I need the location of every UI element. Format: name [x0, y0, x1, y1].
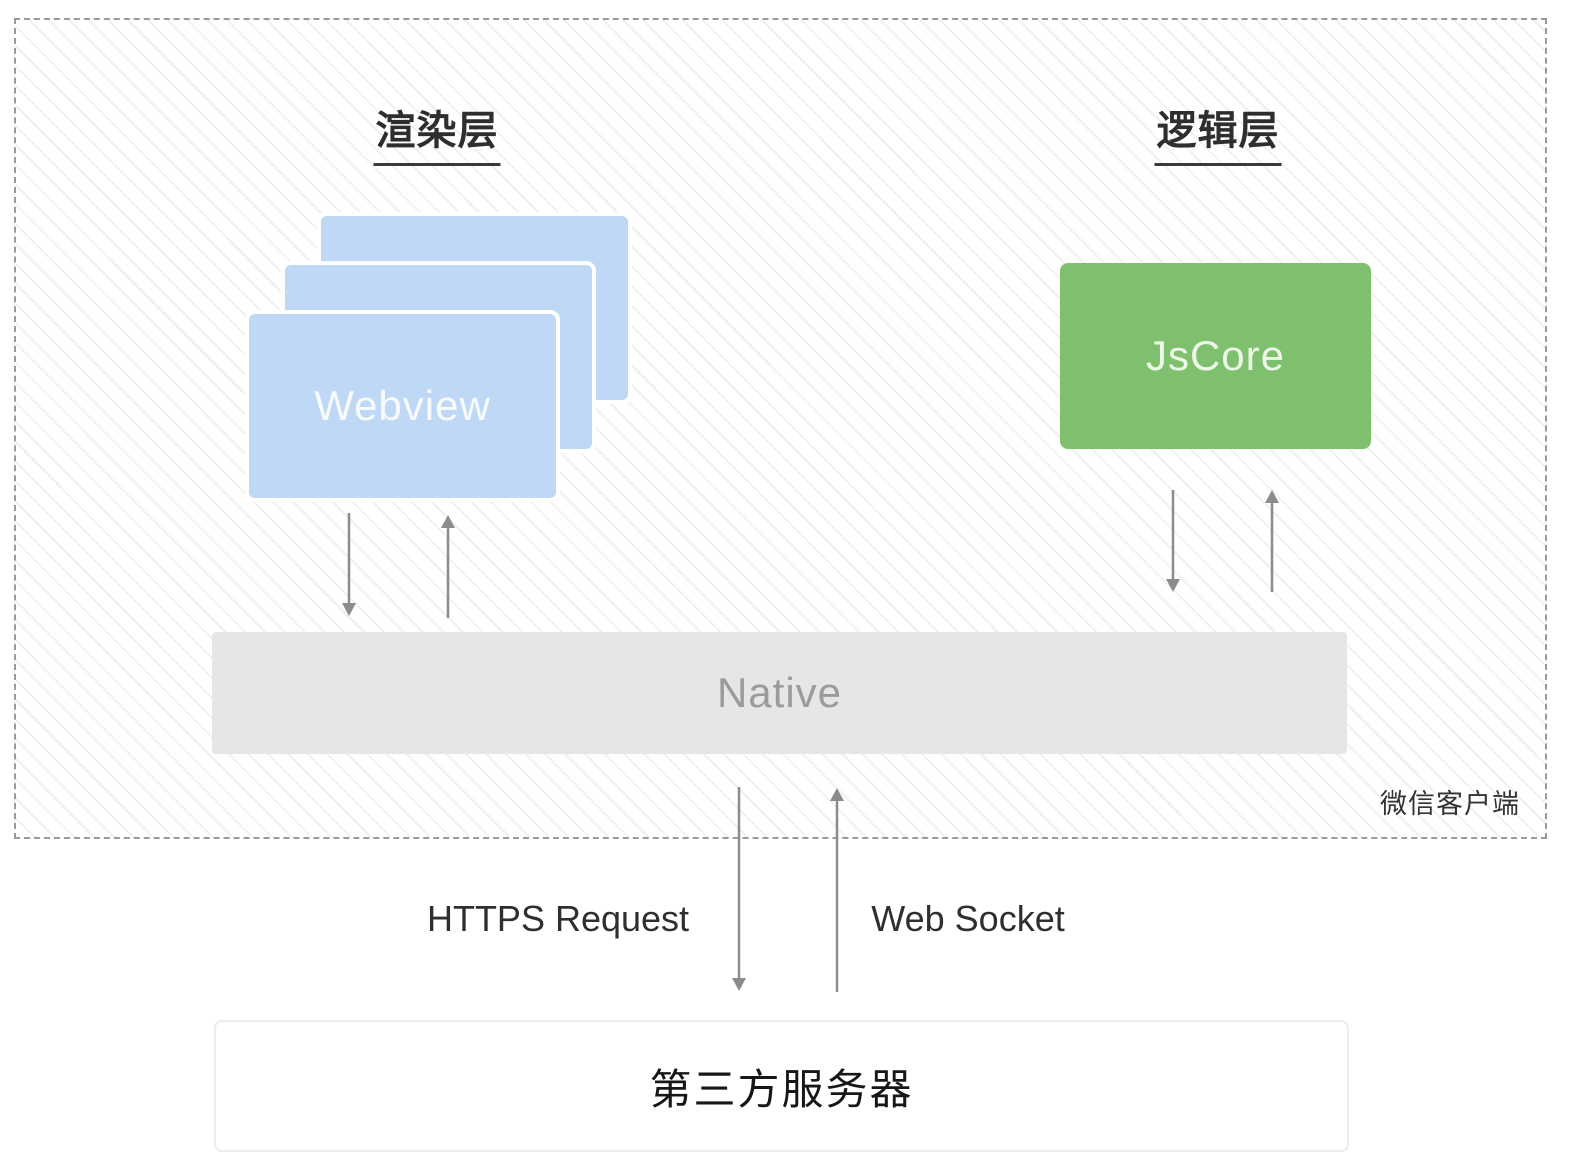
https-request-label: HTTPS Request — [426, 898, 690, 939]
jscore-box: JsCore — [1060, 263, 1371, 449]
native-label: Native — [716, 669, 843, 716]
webview-label: Webview — [314, 382, 491, 429]
third-party-server-box: 第三方服务器 — [214, 1020, 1349, 1152]
render-layer-title: 渲染层 — [373, 98, 501, 166]
web-socket-label: Web Socket — [871, 898, 1065, 939]
third-party-server-label: 第三方服务器 — [649, 1065, 914, 1113]
jscore-label: JsCore — [1145, 332, 1286, 379]
webview-card-front: Webview — [245, 310, 560, 502]
native-bar: Native — [212, 632, 1347, 754]
wechat-client-label: 微信客户端 — [1380, 789, 1520, 819]
logic-layer-title: 逻辑层 — [1154, 98, 1282, 166]
